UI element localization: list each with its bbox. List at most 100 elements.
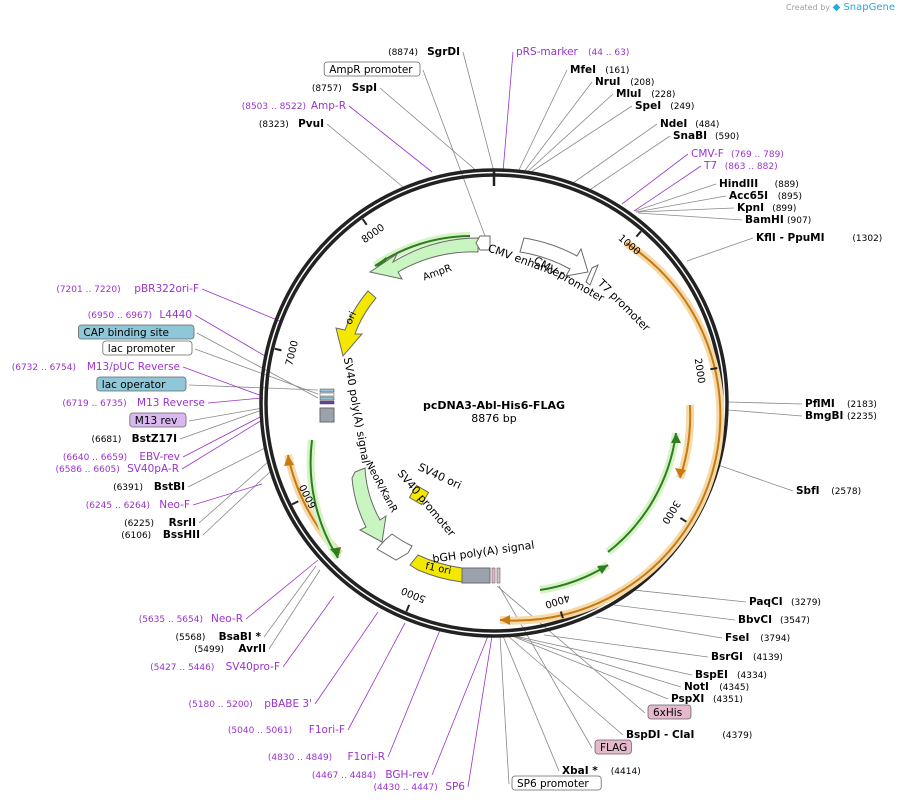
label-m13-reverse[interactable]: M13 Reverse(6719 .. 6735) — [62, 397, 205, 409]
leader-ebv-rev — [182, 415, 263, 458]
label-bbvci[interactable]: BbvCI(3547) — [738, 614, 810, 626]
name-cap-binding-site: CAP binding site — [83, 327, 169, 339]
label-snabi[interactable]: SnaBI(590) — [673, 130, 739, 142]
label-m13-rev[interactable]: M13 rev — [129, 412, 187, 428]
name-pbr322ori-f: pBR322ori-F — [134, 283, 199, 295]
label-bmgbi[interactable]: BmgBI(2235) — [805, 410, 877, 422]
label-kfli[interactable]: KflI - PpuMI(1302) — [756, 232, 882, 244]
box-cap-binding-site — [78, 324, 195, 340]
ampr-feature — [368, 237, 479, 280]
name-pspxi: PspXI — [671, 693, 704, 705]
label-noti[interactable]: NotI(4345) — [684, 681, 749, 693]
leader-bsabi — [263, 565, 317, 638]
pos-f1ori-r: (4830 .. 4849) — [268, 753, 332, 763]
label-lac-promoter[interactable]: lac promoter — [102, 340, 193, 356]
name-t7: T7 — [703, 160, 717, 172]
label-amp-r[interactable]: Amp-R(8503 .. 8522) — [242, 100, 346, 112]
name-ndei: NdeI — [660, 118, 687, 130]
label-neo-r[interactable]: Neo-R(5635 .. 5654) — [139, 613, 243, 625]
label-mfei[interactable]: MfeI(161) — [570, 64, 629, 76]
label-acc65i[interactable]: Acc65I(895) — [729, 190, 802, 202]
label-neo-f[interactable]: Neo-F(6245 .. 6264) — [86, 499, 190, 511]
sv40-ori-label: SV40 ori — [416, 461, 463, 492]
label-ampr-promoter[interactable]: AmpR promoter — [323, 61, 421, 77]
label-fsei[interactable]: FseI(3794) — [725, 632, 790, 644]
label-t7[interactable]: T7(863 .. 882) — [703, 160, 778, 172]
box-lac-operator — [96, 376, 187, 392]
label-sp6[interactable]: SP6(4430 .. 4447) — [374, 781, 466, 793]
label-sv40pa-r[interactable]: SV40pA-R(6586 .. 6605) — [56, 463, 179, 475]
orf-arc-main-line — [499, 242, 722, 622]
label-cap-binding-site[interactable]: CAP binding site — [78, 324, 195, 340]
label-mlui[interactable]: MluI(228) — [616, 88, 675, 100]
label-bsabi[interactable]: BsaBI *(5568) — [175, 631, 261, 643]
label-bsshii[interactable]: BssHII(6106) — [121, 529, 200, 541]
label-f1ori-f[interactable]: F1ori-F(5040 .. 5061) — [228, 724, 345, 736]
label-l4440[interactable]: L4440(6950 .. 6967) — [88, 309, 192, 321]
name-cmv-f: CMV-F — [691, 148, 724, 160]
pos-mfei: (161) — [605, 66, 629, 76]
label-paqci[interactable]: PaqCI(3279) — [749, 596, 821, 608]
label-m13-puc-reverse[interactable]: M13/pUC Reverse(6732 .. 6754) — [12, 361, 180, 373]
label-pspxi[interactable]: PspXI(4351) — [671, 693, 743, 705]
label-bspdi[interactable]: BspDI - ClaI(4379) — [626, 729, 752, 741]
name-paqci: PaqCI — [749, 596, 783, 608]
label-ebv-rev[interactable]: EBV-rev(6640 .. 6659) — [63, 451, 180, 463]
label-pflmi[interactable]: PflMI(2183) — [805, 398, 877, 410]
pos-rsrii: (6225) — [124, 519, 154, 529]
label-nrui[interactable]: NruI(208) — [595, 76, 654, 88]
tick-label-5000: 5000 — [400, 584, 428, 604]
name-prs-marker: pRS-marker — [516, 46, 579, 58]
leader-lac-operator — [188, 384, 319, 391]
name-neo-f: Neo-F — [159, 499, 190, 511]
name-ebv-rev: EBV-rev — [139, 451, 180, 463]
label-bamhi[interactable]: BamHI(907) — [745, 214, 811, 226]
label-xbai[interactable]: XbaI *(4414) — [562, 765, 641, 777]
name-m13-rev: M13 rev — [135, 415, 178, 427]
label-sbfi[interactable]: SbfI(2578) — [796, 485, 861, 497]
label-rsrii[interactable]: RsrII(6225) — [124, 517, 196, 529]
pos-kfli: (1302) — [852, 234, 882, 244]
label-sspi[interactable]: SspI(8757) — [312, 82, 377, 94]
pos-bsrgi: (4139) — [753, 653, 783, 663]
label-spei[interactable]: SpeI(249) — [635, 100, 694, 112]
name-neo-r: Neo-R — [211, 613, 243, 625]
name-bamhi: BamHI — [745, 214, 784, 226]
label-sp6-promoter[interactable]: SP6 promoter — [511, 775, 602, 791]
orf-green-bottom — [539, 561, 611, 594]
label-hindiii[interactable]: HindIII(889) — [719, 178, 799, 190]
label-prs-marker[interactable]: pRS-marker(44 .. 63) — [516, 46, 629, 58]
name-sv40pa-r: SV40pA-R — [127, 463, 179, 475]
label-6xhis[interactable]: 6xHis — [647, 704, 692, 720]
ori-label: ori — [344, 310, 359, 326]
label-bsrgi[interactable]: BsrGI(4139) — [711, 651, 783, 663]
pos-fsei: (3794) — [760, 634, 790, 644]
label-kpni[interactable]: KpnI(899) — [737, 202, 796, 214]
label-flag[interactable]: FLAG — [594, 739, 632, 755]
label-lac-operator[interactable]: lac operator — [96, 376, 187, 392]
label-bspei[interactable]: BspEI(4334) — [695, 669, 767, 681]
name-sspi: SspI — [352, 82, 377, 94]
label-bstz17i[interactable]: BstZ17I(6681) — [91, 433, 177, 445]
box-flag — [594, 739, 632, 755]
tick-label-4000: 4000 — [544, 591, 572, 609]
leader-t7 — [633, 165, 702, 212]
name-amp-r: Amp-R — [311, 100, 346, 112]
leader-m13-puc-reverse — [182, 366, 263, 397]
name-bbvci: BbvCI — [738, 614, 772, 626]
label-avrii[interactable]: AvrII(5499) — [194, 643, 266, 655]
snapgene-logo-icon: ◆ — [832, 2, 844, 13]
label-pbabe[interactable]: pBABE 3'(5180 .. 5200) — [189, 698, 312, 710]
label-sv40pro-f[interactable]: SV40pro-F(5427 .. 5446) — [150, 661, 280, 673]
leader-f1ori-f — [347, 622, 406, 731]
label-bgh-rev[interactable]: BGH-rev(4467 .. 4484) — [312, 769, 429, 781]
label-cmv-f[interactable]: CMV-F(769 .. 789) — [691, 148, 784, 160]
label-f1ori-r[interactable]: F1ori-R(4830 .. 4849) — [268, 751, 385, 763]
pos-pflmi: (2183) — [847, 400, 877, 410]
label-pvui[interactable]: PvuI(8323) — [259, 118, 324, 130]
label-ndei[interactable]: NdeI(484) — [660, 118, 719, 130]
label-sgrdi[interactable]: SgrDI(8874) — [388, 46, 460, 58]
orf-green-left-line — [309, 439, 339, 559]
label-bstbi[interactable]: BstBI(6391) — [113, 481, 185, 493]
label-pbr322ori-f[interactable]: pBR322ori-F(7201 .. 7220) — [56, 283, 199, 295]
